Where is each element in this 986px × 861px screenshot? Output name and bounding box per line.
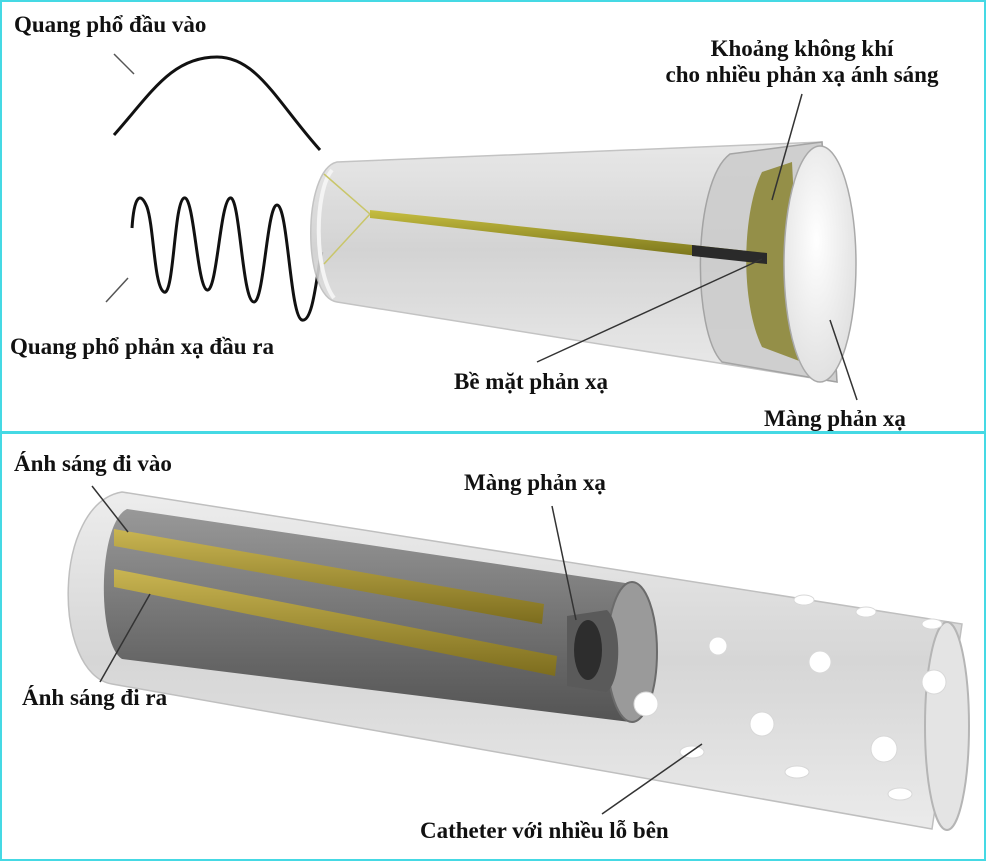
membrane-leader [829, 319, 858, 401]
side-hole [708, 636, 728, 656]
optical-fiber [370, 210, 767, 264]
side-holes [633, 594, 947, 801]
light-out-label: Ánh sáng đi ra [22, 685, 168, 710]
fiber-light-in [114, 529, 544, 624]
catheter-illustration [67, 485, 970, 831]
reflective-surface-leader [536, 258, 763, 363]
side-hole [921, 669, 947, 695]
catheter-leader [601, 743, 703, 815]
reflective-surface-label: Bề mặt phản xạ [454, 369, 608, 394]
output-spectrum-curve [130, 196, 324, 322]
membrane-leader [551, 505, 577, 621]
side-hole [808, 650, 832, 674]
side-hole [793, 594, 815, 606]
air-gap-label: Khoảng không khí cho nhiều phản xạ ánh s… [632, 36, 972, 89]
air-gap-leader [771, 93, 803, 201]
air-gap-label-line1: Khoảng không khí [710, 36, 894, 61]
reflective-membrane-disk [783, 145, 857, 383]
input-spectrum-label: Quang phổ đầu vào [14, 12, 207, 37]
side-hole [921, 618, 943, 630]
side-hole [749, 711, 775, 737]
top-panel-fabry-perot-sensor: Quang phổ đầu vào Quang phổ phản xạ đầu … [0, 0, 986, 433]
input-spectrum-curve [112, 55, 322, 152]
bottom-panel-catheter-sensor: Ánh sáng đi vào Ánh sáng đi ra Màng phản… [0, 432, 986, 861]
membrane-label: Màng phản xạ [464, 470, 606, 495]
reflective-membrane-label: Màng phản xạ [764, 406, 906, 431]
fiber-light-out [114, 569, 557, 676]
light-in-label: Ánh sáng đi vào [14, 451, 172, 476]
catheter-label: Catheter với nhiều lỗ bên [420, 818, 669, 843]
catheter-open-end [924, 621, 970, 831]
air-gap-label-line2: cho nhiều phản xạ ánh sáng [665, 62, 939, 88]
light-out-leader [99, 593, 151, 683]
light-in-leader [91, 485, 129, 533]
side-hole [887, 787, 913, 801]
input-spectrum-leader [113, 53, 135, 75]
side-hole [855, 606, 877, 618]
output-spectrum-leader [105, 277, 129, 303]
side-hole [784, 765, 810, 779]
side-hole [633, 691, 659, 717]
side-hole [870, 735, 898, 763]
sensor-illustration [105, 53, 858, 401]
output-spectrum-label: Quang phổ phản xạ đầu ra [10, 334, 274, 359]
